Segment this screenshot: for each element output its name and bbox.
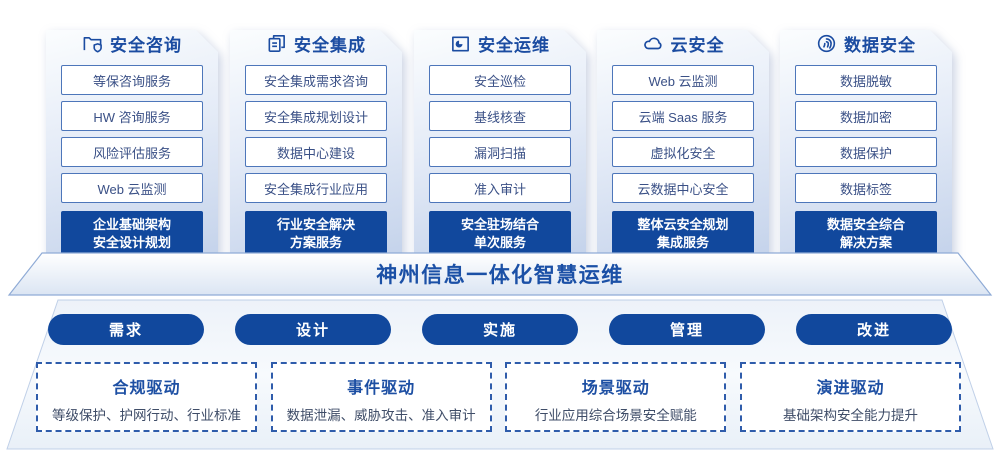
card-header: 云安全 <box>597 30 769 56</box>
card-header: 安全咨询 <box>46 30 218 56</box>
driver-box-compliance: 合规驱动 等级保护、护网行动、行业标准 <box>36 362 257 432</box>
service-item: 基线核查 <box>429 101 571 131</box>
service-item: 安全巡检 <box>429 65 571 95</box>
card-data-security: 数据安全 数据脱敏 数据加密 数据保护 数据标签 数据安全综合 解决方案 <box>780 16 952 252</box>
fingerprint-icon <box>816 33 837 54</box>
process-step: 实施 <box>422 314 578 345</box>
card-title: 安全运维 <box>478 35 550 55</box>
folder-shield-icon <box>82 33 103 54</box>
service-item: 数据标签 <box>795 173 937 203</box>
service-item: 等保咨询服务 <box>61 65 203 95</box>
service-item: 数据脱敏 <box>795 65 937 95</box>
highlight-service: 企业基础架构 安全设计规划 <box>61 211 203 257</box>
process-step: 改进 <box>796 314 952 345</box>
process-step: 设计 <box>235 314 391 345</box>
documents-icon <box>266 33 287 54</box>
service-item: 云数据中心安全 <box>612 173 754 203</box>
service-item: 漏洞扫描 <box>429 137 571 167</box>
card-header: 安全集成 <box>230 30 402 56</box>
driver-desc: 基础架构安全能力提升 <box>782 408 918 423</box>
driver-desc: 等级保护、护网行动、行业标准 <box>52 408 241 423</box>
folder-monitor-icon <box>450 33 471 54</box>
driver-desc: 行业应用综合场景安全赋能 <box>534 408 697 423</box>
highlight-service: 数据安全综合 解决方案 <box>795 211 937 257</box>
driver-title: 场景驱动 <box>581 380 650 397</box>
service-item: 安全集成行业应用 <box>245 173 387 203</box>
service-item: 虚拟化安全 <box>612 137 754 167</box>
process-step: 管理 <box>609 314 765 345</box>
driver-desc: 数据泄漏、威胁攻击、准入审计 <box>286 408 476 423</box>
driver-box-incident: 事件驱动 数据泄漏、威胁攻击、准入审计 <box>270 362 492 432</box>
card-title: 云安全 <box>670 35 725 55</box>
driver-title: 事件驱动 <box>347 380 416 397</box>
card-security-operations: 安全运维 安全巡检 基线核查 漏洞扫描 准入审计 安全驻场结合 单次服务 <box>414 16 586 252</box>
process-steps-row: 需求 设计 实施 管理 改进 <box>48 314 952 345</box>
banner-trapezoid <box>7 252 993 296</box>
card-title: 安全咨询 <box>110 35 182 55</box>
service-item: 云端 Saas 服务 <box>612 101 754 131</box>
driver-title: 合规驱动 <box>112 380 181 397</box>
service-item: 安全集成规划设计 <box>245 101 387 131</box>
service-item: 安全集成需求咨询 <box>245 65 387 95</box>
process-step: 需求 <box>48 314 204 345</box>
highlight-service: 安全驻场结合 单次服务 <box>429 211 571 257</box>
card-header: 数据安全 <box>780 30 952 56</box>
card-cloud-security: 云安全 Web 云监测 云端 Saas 服务 虚拟化安全 云数据中心安全 整体云… <box>597 16 769 252</box>
highlight-service: 行业安全解决 方案服务 <box>245 211 387 257</box>
service-item: 准入审计 <box>429 173 571 203</box>
service-item: 数据保护 <box>795 137 937 167</box>
highlight-service: 整体云安全规划 集成服务 <box>612 211 754 257</box>
service-item: 数据中心建设 <box>245 137 387 167</box>
driver-title: 演进驱动 <box>816 380 885 397</box>
banner-title: 神州信息一体化智慧运维 <box>376 264 624 287</box>
service-item: HW 咨询服务 <box>61 101 203 131</box>
card-security-consulting: 安全咨询 等保咨询服务 HW 咨询服务 风险评估服务 Web 云监测 企业基础架… <box>46 16 218 252</box>
driver-box-evolution: 演进驱动 基础架构安全能力提升 <box>739 362 961 432</box>
driver-box-scenario: 场景驱动 行业应用综合场景安全赋能 <box>505 362 727 432</box>
service-item: 风险评估服务 <box>61 137 203 167</box>
card-title: 数据安全 <box>844 35 916 55</box>
card-title: 安全集成 <box>294 35 366 55</box>
drivers-row: 合规驱动 等级保护、护网行动、行业标准 事件驱动 数据泄漏、威胁攻击、准入审计 … <box>36 362 961 432</box>
service-item: Web 云监测 <box>612 65 754 95</box>
service-item: 数据加密 <box>795 101 937 131</box>
cloud-icon <box>642 32 664 54</box>
card-security-integration: 安全集成 安全集成需求咨询 安全集成规划设计 数据中心建设 安全集成行业应用 行… <box>230 16 402 252</box>
service-item: Web 云监测 <box>61 173 203 203</box>
card-header: 安全运维 <box>414 30 586 56</box>
